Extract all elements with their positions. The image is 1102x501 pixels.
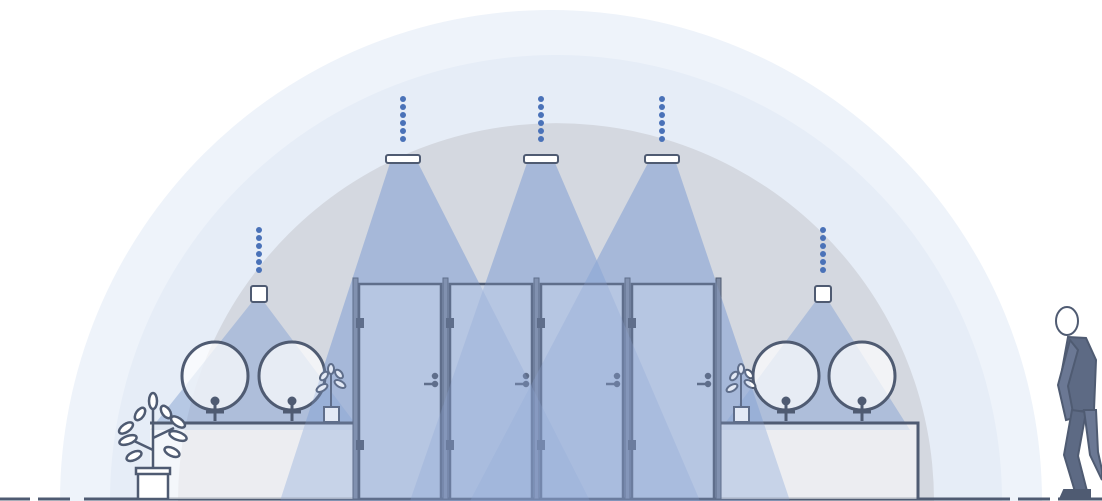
wall-light-icon <box>250 285 268 303</box>
stall-door <box>630 282 716 501</box>
ceiling-lights <box>385 154 680 164</box>
ceiling-light-icon <box>385 154 421 164</box>
door-handle-icon <box>606 372 621 388</box>
person-leg-back <box>1062 408 1090 496</box>
stall-door <box>539 282 625 501</box>
signal-dots-icon <box>256 227 262 273</box>
wall-lights <box>250 285 832 303</box>
stall-partitions <box>352 277 722 500</box>
signal-dots-icon <box>659 96 665 142</box>
signal-dots-icon <box>820 227 826 273</box>
potted-plant-icon <box>725 363 757 423</box>
potted-plant-icon <box>315 363 347 423</box>
mirrors <box>180 340 897 412</box>
door-handle-icon <box>515 372 530 388</box>
signal-dots-icon <box>538 96 544 142</box>
door-handles <box>424 372 712 388</box>
stall-door <box>357 282 443 501</box>
faucet-icon <box>283 396 301 421</box>
faucets <box>206 396 871 421</box>
potted-plant-icon <box>117 391 188 501</box>
person-leg-front <box>1082 409 1102 481</box>
light-beam-overlay <box>280 163 790 501</box>
ceiling-light-icon <box>644 154 680 164</box>
faucet-icon <box>853 396 871 421</box>
faucet-icon <box>206 396 224 421</box>
door-handle-icon <box>424 372 439 388</box>
ceiling-light-icon <box>523 154 559 164</box>
signal-dots <box>256 96 826 273</box>
stall-door <box>448 282 534 501</box>
person-shoe <box>1058 489 1091 500</box>
walking-person-icon <box>1055 306 1102 500</box>
toilet-stalls <box>352 277 722 501</box>
person-head <box>1055 306 1079 336</box>
vanity-right <box>718 421 920 499</box>
signal-dots-icon <box>400 96 406 142</box>
door-handle-icon <box>697 372 712 388</box>
door-hinges <box>356 318 636 450</box>
faucet-icon <box>777 396 795 421</box>
wall-light-icon <box>814 285 832 303</box>
